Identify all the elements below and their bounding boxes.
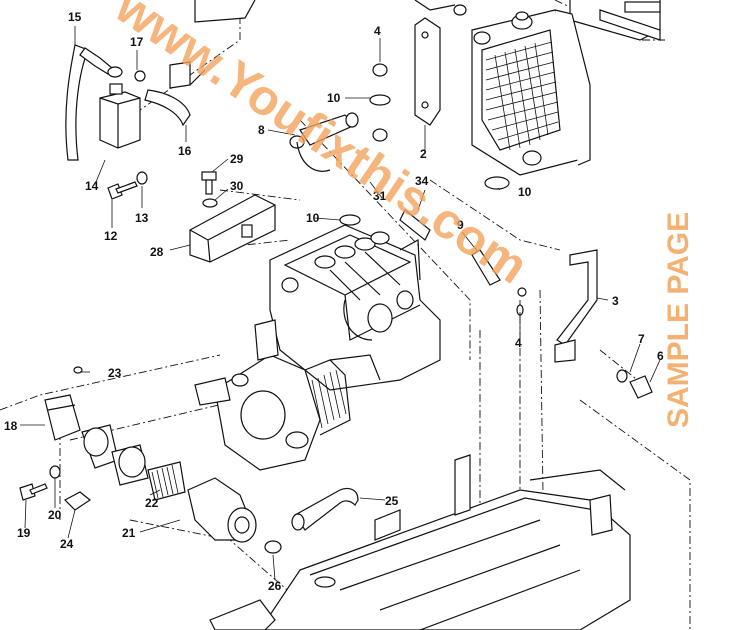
callout-25: 25	[385, 494, 399, 508]
callout-34: 34	[415, 174, 429, 188]
right-support-bracket	[516, 249, 653, 399]
top-right-bracket	[194, 0, 661, 41]
callout-14: 14	[85, 179, 99, 193]
engine	[194, 224, 441, 471]
coolant-reservoir	[65, 44, 206, 161]
callout-labels: 15 17 4 10 2 29 30 14 13 12 16 8 31 34 1…	[4, 10, 664, 593]
upper-hose	[289, 63, 391, 172]
callout-4b: 4	[515, 336, 522, 350]
bolts-washers	[107, 171, 218, 208]
callout-15: 15	[68, 10, 82, 24]
callout-7: 7	[638, 332, 645, 346]
callout-19: 19	[17, 526, 31, 540]
callout-10b: 10	[518, 185, 532, 199]
chassis-frame	[209, 454, 631, 630]
callout-31: 31	[373, 189, 387, 203]
callout-30: 30	[230, 179, 244, 193]
callout-3: 3	[612, 294, 619, 308]
radiator	[471, 9, 591, 176]
callout-6: 6	[657, 349, 664, 363]
callout-24: 24	[60, 537, 74, 551]
air-filter-assembly	[19, 366, 257, 543]
callout-18: 18	[4, 419, 18, 433]
lower-hose	[264, 487, 359, 554]
sample-page-watermark: SAMPLE PAGE	[662, 212, 695, 428]
callout-22: 22	[145, 496, 159, 510]
callout-12: 12	[104, 229, 118, 243]
callout-10a: 10	[327, 91, 341, 105]
callout-21: 21	[122, 526, 136, 540]
callout-4: 4	[374, 24, 381, 38]
callout-13: 13	[135, 211, 149, 225]
hose-clamps	[339, 176, 510, 286]
callout-2: 2	[420, 147, 427, 161]
callout-16: 16	[178, 144, 192, 158]
callout-29: 29	[230, 152, 244, 166]
engine-bracket	[189, 194, 276, 263]
callout-20: 20	[48, 508, 62, 522]
callout-23: 23	[108, 366, 122, 380]
callout-10c: 10	[306, 211, 320, 225]
callout-9: 9	[457, 218, 464, 232]
radiator-bracket	[414, 0, 467, 126]
callout-17: 17	[130, 35, 144, 49]
callout-28: 28	[150, 245, 164, 259]
callout-8: 8	[258, 123, 265, 137]
leader-lines	[20, 26, 661, 581]
callout-26: 26	[268, 579, 282, 593]
